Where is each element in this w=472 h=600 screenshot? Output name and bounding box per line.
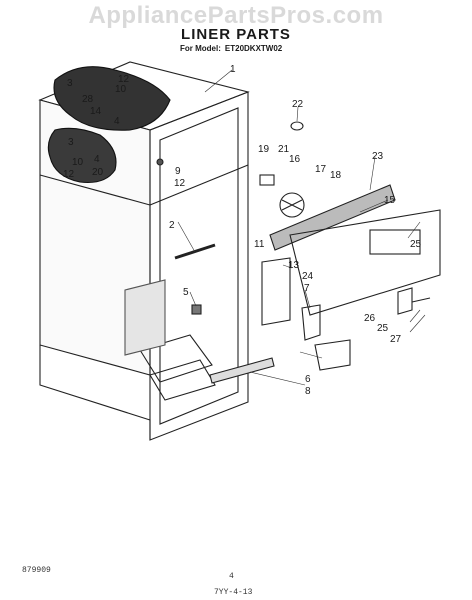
callout-1: 1 xyxy=(230,64,236,75)
callout-13: 13 xyxy=(288,260,300,271)
callout-17: 17 xyxy=(315,164,327,175)
leader-lines xyxy=(177,69,426,386)
callout-28: 28 xyxy=(82,94,94,105)
callout-6: 6 xyxy=(305,374,311,385)
callout-23: 23 xyxy=(372,151,384,162)
model-line: For Model:ET20DKXTW02 xyxy=(180,44,286,53)
model-prefix: For Model: xyxy=(180,44,221,53)
callout-21: 21 xyxy=(278,144,290,155)
callout-15: 15 xyxy=(384,195,396,206)
footer-right-code: 7YY-4-13 xyxy=(214,588,253,597)
inner-shading xyxy=(124,279,166,356)
block-26 xyxy=(397,287,413,315)
callout-12c: 12 xyxy=(174,178,186,189)
clip-part xyxy=(191,304,202,315)
callout-12b: 12 xyxy=(63,169,75,180)
grommet xyxy=(290,121,304,131)
callout-18: 18 xyxy=(330,170,342,181)
callout-10b: 10 xyxy=(72,157,84,168)
callout-25b: 25 xyxy=(377,323,389,334)
callout-3b: 3 xyxy=(68,137,74,148)
callout-3: 3 xyxy=(67,78,73,89)
callout-4: 4 xyxy=(114,116,120,127)
callouts: 1 2 3 3 4 4 5 6 7 8 9 10 10 11 12 12 12 … xyxy=(63,64,422,397)
footer-left-code: 879909 xyxy=(22,566,51,575)
back-panel xyxy=(289,209,441,316)
trim-strip xyxy=(209,357,275,384)
callout-26: 26 xyxy=(364,313,376,324)
floor-panel xyxy=(139,334,213,383)
model-number: ET20DKXTW02 xyxy=(224,44,283,53)
refrigerator-liner xyxy=(38,61,250,441)
callout-16: 16 xyxy=(289,154,301,165)
callout-2: 2 xyxy=(169,220,175,231)
cover-panel xyxy=(261,257,291,326)
callout-27: 27 xyxy=(390,334,402,345)
callout-4b: 4 xyxy=(94,154,100,165)
bracket-7 xyxy=(301,304,321,341)
page-title: LINER PARTS xyxy=(181,26,291,43)
callout-12a: 12 xyxy=(118,74,130,85)
damper-part xyxy=(259,174,275,186)
right-parts-group xyxy=(209,121,441,384)
callout-9: 9 xyxy=(175,166,181,177)
bracket-part xyxy=(156,158,164,166)
bracket-6 xyxy=(314,339,351,371)
callout-7: 7 xyxy=(304,283,310,294)
callout-14: 14 xyxy=(90,106,102,117)
fan-motor xyxy=(279,192,305,218)
liner-front-frame xyxy=(149,91,249,441)
callout-20: 20 xyxy=(92,167,104,178)
callout-10a: 10 xyxy=(115,84,127,95)
callout-11: 11 xyxy=(254,239,265,250)
footer-page-number: 4 xyxy=(229,572,234,581)
callout-22: 22 xyxy=(292,99,304,110)
callout-19: 19 xyxy=(258,144,270,155)
air-duct xyxy=(269,184,396,251)
watermark: AppliancePartsPros.com xyxy=(88,2,384,29)
liner-bottom xyxy=(39,345,151,440)
liner-divider xyxy=(39,174,151,206)
evaporator-coil xyxy=(53,66,171,131)
callout-25a: 25 xyxy=(410,239,422,250)
callout-24: 24 xyxy=(302,271,314,282)
callout-5: 5 xyxy=(183,287,189,298)
callout-8: 8 xyxy=(305,386,311,397)
